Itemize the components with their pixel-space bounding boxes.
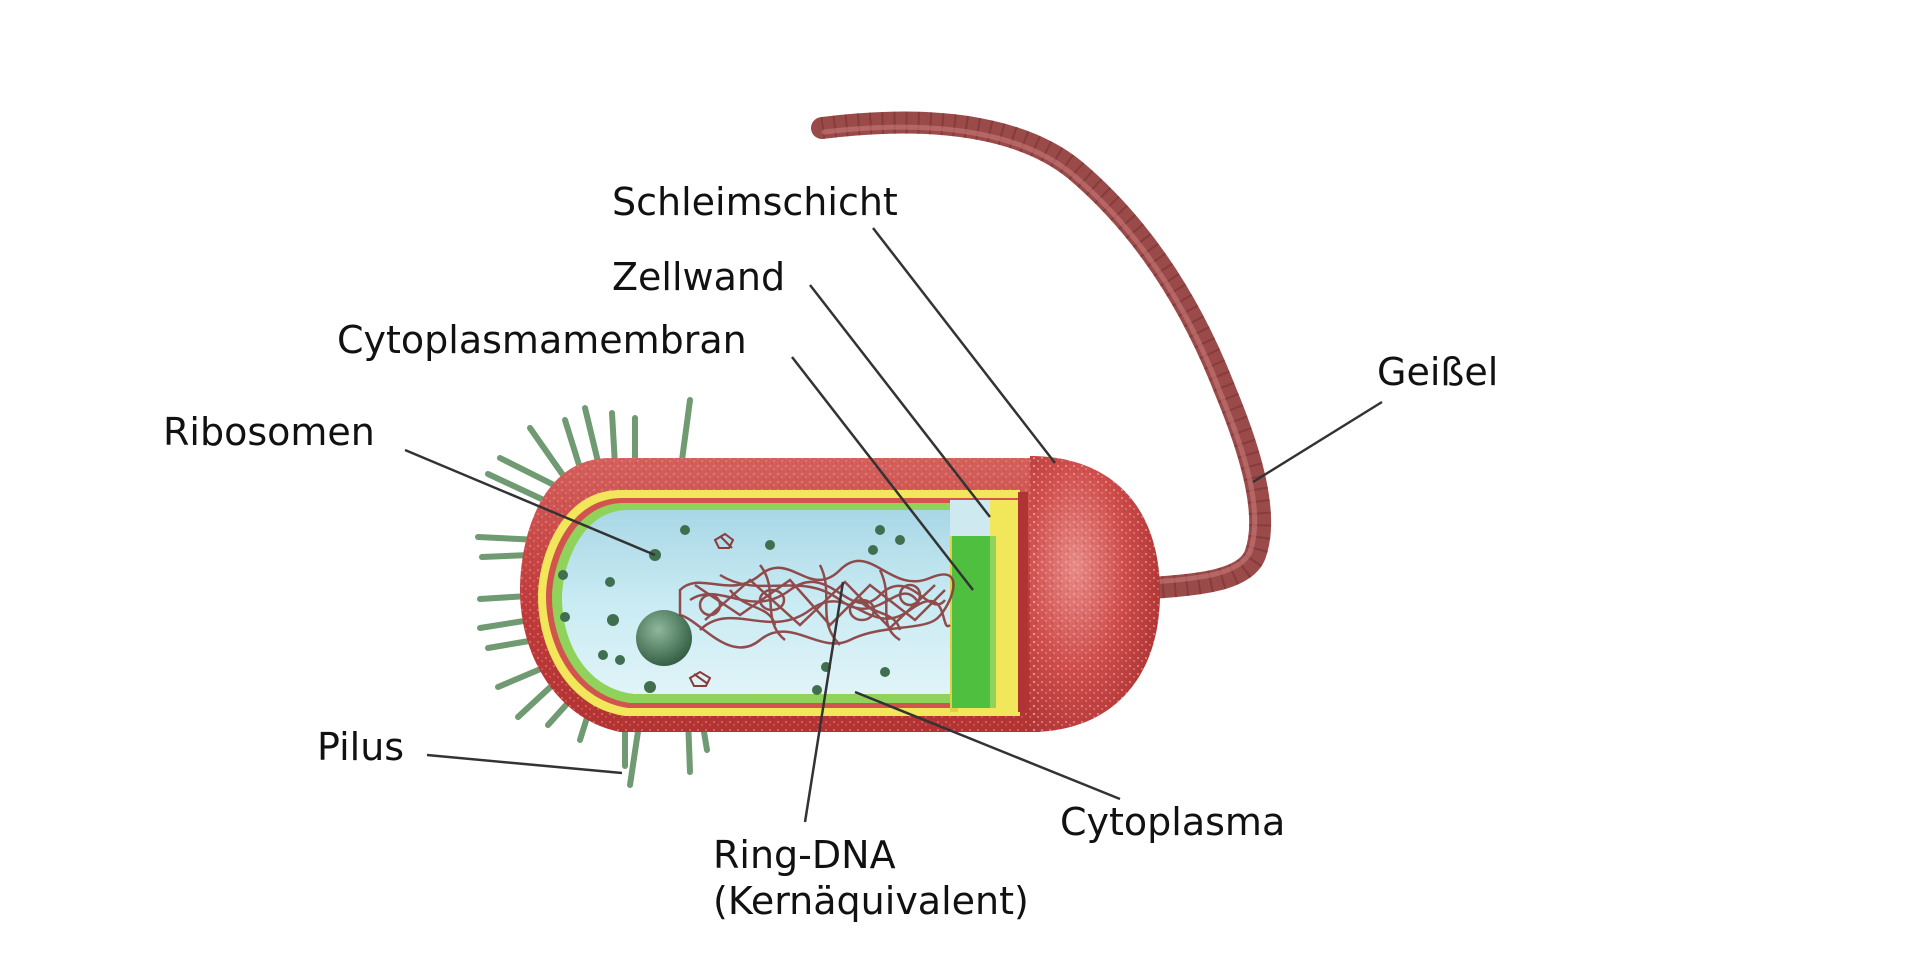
- label-ring-dna: Ring-DNA (Kernäquivalent): [713, 833, 1029, 924]
- leader-line-geissel: [1252, 400, 1383, 484]
- leader-line-cytoplasmamembran: [791, 356, 974, 591]
- leader-line-cytoplasma: [854, 690, 1121, 801]
- leader-lines: [404, 227, 1383, 823]
- vacuole: [636, 610, 692, 666]
- label-zellwand: Zellwand: [612, 255, 786, 299]
- label-pilus: Pilus: [317, 725, 405, 769]
- flagellum: [811, 111, 1272, 599]
- label-cytoplasma: Cytoplasma: [1060, 800, 1286, 844]
- ring-dna: [678, 559, 955, 649]
- leader-line-ring-dna: [803, 581, 845, 823]
- plasmids: [688, 532, 735, 687]
- label-ribosomen: Ribosomen: [163, 410, 375, 454]
- label-ring-dna-line2: (Kernäquivalent): [713, 878, 1029, 923]
- leader-line-schleimschicht: [872, 227, 1056, 464]
- label-schleimschicht: Schleimschicht: [612, 180, 898, 224]
- leader-line-ribosomen: [404, 448, 656, 557]
- leader-line-pilus: [426, 753, 623, 775]
- label-cytoplasmamembran: Cytoplasmamembran: [337, 318, 747, 362]
- leader-line-zellwand: [809, 284, 991, 518]
- label-geissel: Geißel: [1377, 350, 1499, 394]
- label-ring-dna-line1: Ring-DNA: [713, 833, 896, 877]
